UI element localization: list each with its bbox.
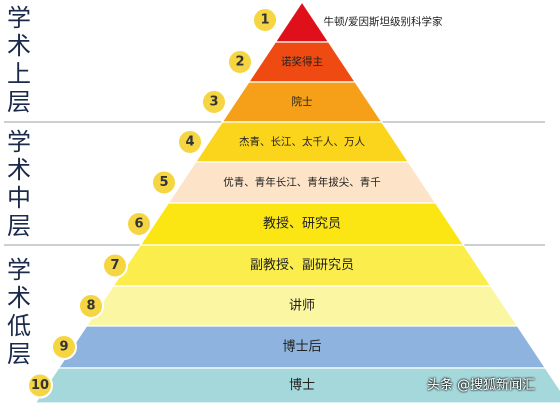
tier-badge-number-7: 7 (110, 258, 119, 273)
tier-label-1: 牛顿/爱因斯坦级别科学家 (323, 15, 443, 28)
tier-label-4: 杰青、长江、太千人、万人 (239, 135, 365, 148)
tier-badge-6 (126, 211, 152, 237)
tier-badge-number-2: 2 (235, 55, 244, 70)
tier-label-5: 优青、青年长江、青年拔尖、青千 (223, 176, 381, 189)
tier-badge-7 (102, 252, 128, 279)
tier-badge-number-5: 5 (159, 175, 168, 190)
tier-badge-number-6: 6 (134, 217, 143, 232)
tier-badge-number-4: 4 (185, 135, 194, 150)
group-label-char: 术 (7, 284, 31, 312)
tier-badge-8 (78, 293, 104, 319)
tier-badge-number-10: 10 (31, 378, 49, 393)
group-label-char: 中 (7, 184, 31, 212)
tier-badge-number-1: 1 (260, 13, 269, 28)
group-label-char: 学 (7, 256, 31, 284)
tier-label-10: 博士 (289, 378, 315, 393)
pyramid-tiers: 牛顿/爱因斯坦级别科学家诺奖得主院士杰青、长江、太千人、万人优青、青年长江、青年… (34, 0, 560, 403)
tier-badge-1 (252, 7, 278, 33)
tier-badge-number-8: 8 (86, 299, 95, 314)
group-label-char: 层 (7, 340, 31, 368)
tier-badge-number-9: 9 (59, 340, 68, 355)
watermark: 头条 @搜狐新闻汇 (427, 378, 536, 393)
group-label-char: 学 (7, 4, 31, 32)
group-label-char: 术 (7, 156, 31, 184)
tier-label-3: 院士 (292, 95, 313, 108)
tier-number-badges: 1 2 3 4 5 6 7 8 9 10 (27, 7, 278, 399)
tier-badge-2 (227, 49, 253, 75)
group-label-char: 上 (7, 60, 31, 88)
tier-badge-number-3: 3 (209, 95, 218, 110)
tier-badge-4 (177, 129, 203, 155)
tier-badge-10 (27, 372, 53, 399)
group-label-char: 层 (7, 212, 31, 240)
tier-label-2: 诺奖得主 (281, 55, 323, 68)
group-label-char: 术 (7, 32, 31, 60)
tier-badge-5 (151, 169, 177, 196)
group-label-char: 低 (7, 312, 31, 340)
tier-badge-9 (51, 334, 77, 360)
tier-label-7: 副教授、副研究员 (250, 257, 354, 273)
pyramid-tier-1 (274, 0, 330, 43)
tier-label-8: 讲师 (289, 299, 315, 314)
tier-badge-3 (201, 89, 227, 115)
tier-label-9: 博士后 (282, 340, 321, 355)
group-label-char: 层 (7, 88, 31, 116)
tier-label-6: 教授、研究员 (263, 216, 341, 232)
group-label-char: 学 (7, 128, 31, 156)
